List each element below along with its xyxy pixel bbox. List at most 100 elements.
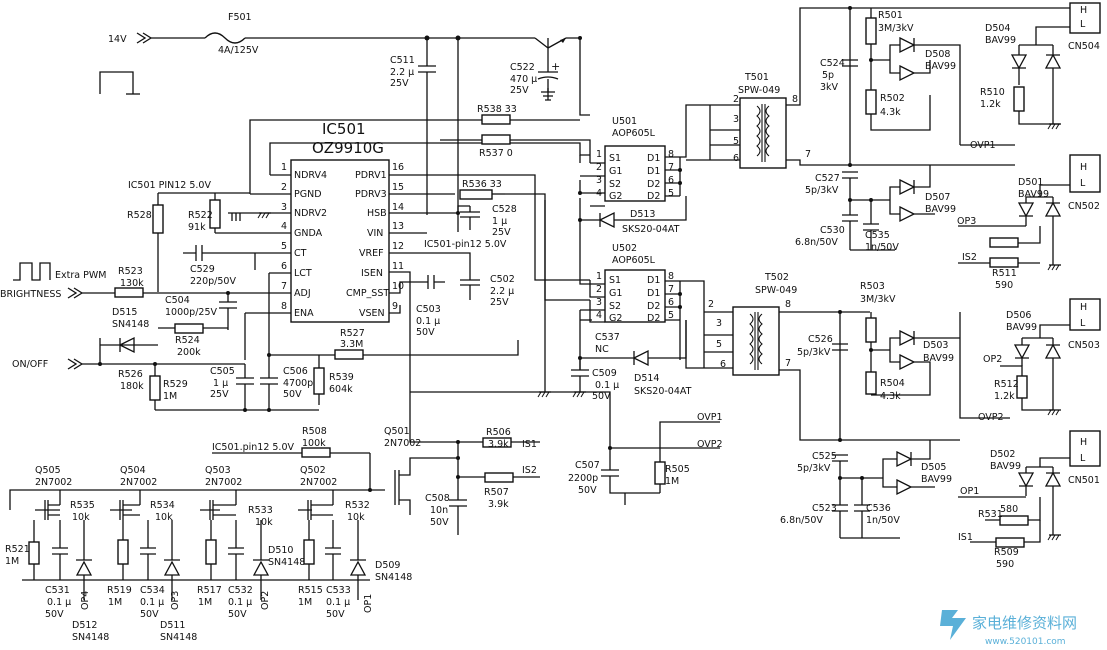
- svg-text:5: 5: [668, 188, 674, 199]
- svg-text:C531: C531: [45, 585, 70, 596]
- svg-text:BAV99: BAV99: [1018, 189, 1049, 200]
- svg-text:S2: S2: [609, 179, 621, 190]
- svg-text:C525: C525: [812, 451, 837, 462]
- svg-text:Q503: Q503: [205, 465, 231, 476]
- cap-c522: + C522 470 μ 25V: [510, 60, 560, 101]
- svg-text:U501: U501: [612, 116, 637, 127]
- svg-text:IC501.pin12 5.0V: IC501.pin12 5.0V: [212, 442, 294, 453]
- fuse-f501: F501 4A/125V: [204, 12, 259, 56]
- svg-text:OZ9910G: OZ9910G: [312, 139, 384, 157]
- onoff-input: ON/OFF: [12, 358, 245, 370]
- res-r524: R524 200k: [158, 323, 228, 358]
- svg-text:2N7002: 2N7002: [205, 477, 242, 488]
- cap-c526: C526 5p/3kV: [797, 334, 848, 358]
- svg-text:0.1 μ: 0.1 μ: [47, 597, 71, 608]
- extra-pwm-wave: Extra PWM: [13, 262, 106, 281]
- svg-text:C505: C505: [210, 366, 235, 377]
- svg-text:C523: C523: [812, 503, 837, 514]
- svg-text:C509: C509: [592, 368, 617, 379]
- svg-text:220p/50V: 220p/50V: [190, 276, 236, 287]
- svg-text:3: 3: [281, 202, 287, 213]
- svg-text:1M: 1M: [108, 597, 122, 608]
- svg-text:PDRV1: PDRV1: [355, 170, 387, 181]
- svg-text:6: 6: [668, 297, 674, 308]
- svg-text:R509: R509: [994, 547, 1019, 558]
- cap-c528: C528 1 μ 25V: [460, 204, 517, 238]
- svg-text:G1: G1: [609, 166, 622, 177]
- svg-text:50V: 50V: [283, 389, 302, 400]
- cap-c504: C504 1000p/25V: [165, 293, 237, 330]
- svg-text:1M: 1M: [298, 597, 312, 608]
- diode-d505: D505 BAV99: [840, 440, 952, 496]
- svg-text:SN4148: SN4148: [375, 572, 412, 583]
- svg-text:OVP2: OVP2: [978, 412, 1004, 423]
- connector-cn502: H L CN502: [1068, 154, 1101, 212]
- res-r531: R531 580: [978, 497, 1041, 526]
- res-r526: R526 180k: [118, 369, 144, 392]
- svg-text:G2: G2: [609, 313, 622, 324]
- svg-text:C503: C503: [416, 304, 441, 315]
- svg-text:10k: 10k: [155, 512, 173, 523]
- svg-text:C528: C528: [492, 204, 517, 215]
- svg-text:www.520101.com: www.520101.com: [985, 637, 1066, 647]
- svg-text:SPW-049: SPW-049: [755, 285, 797, 296]
- svg-text:25V: 25V: [210, 389, 229, 400]
- svg-text:CMP_SST: CMP_SST: [346, 288, 389, 299]
- svg-text:Q504: Q504: [120, 465, 146, 476]
- svg-text:1000p/25V: 1000p/25V: [165, 307, 217, 318]
- svg-text:91k: 91k: [188, 222, 206, 233]
- svg-text:2: 2: [281, 182, 287, 193]
- svg-text:16: 16: [392, 162, 404, 173]
- svg-text:2N7002: 2N7002: [384, 438, 421, 449]
- svg-text:ENA: ENA: [294, 308, 314, 319]
- diode-d514: D514 SKS20-04AT: [580, 320, 692, 397]
- svg-text:D515: D515: [112, 307, 137, 318]
- svg-text:590: 590: [995, 280, 1013, 291]
- svg-text:GNDA: GNDA: [294, 228, 323, 239]
- svg-text:CT: CT: [294, 248, 307, 259]
- svg-text:3.9k: 3.9k: [488, 439, 509, 450]
- svg-text:5: 5: [281, 241, 287, 252]
- svg-text:R517: R517: [197, 585, 222, 596]
- svg-text:BAV99: BAV99: [925, 61, 956, 72]
- svg-text:0.1 μ: 0.1 μ: [416, 316, 440, 327]
- svg-text:2.2 μ: 2.2 μ: [490, 286, 514, 297]
- svg-text:50V: 50V: [430, 517, 449, 528]
- svg-text:CN501: CN501: [1068, 475, 1100, 486]
- svg-text:25V: 25V: [390, 78, 409, 89]
- svg-text:5p/3kV: 5p/3kV: [797, 347, 831, 358]
- svg-text:L: L: [1080, 453, 1086, 464]
- svg-text:2: 2: [596, 162, 602, 173]
- svg-text:D503: D503: [923, 340, 948, 351]
- svg-text:OP3: OP3: [170, 591, 181, 610]
- svg-text:IS2: IS2: [962, 252, 977, 263]
- svg-text:7: 7: [668, 284, 674, 295]
- svg-text:R523: R523: [118, 266, 143, 277]
- res-r508: R508 100k: [301, 426, 331, 458]
- svg-text:180k: 180k: [120, 381, 144, 392]
- svg-text:IC501-pin12 5.0V: IC501-pin12 5.0V: [424, 239, 507, 250]
- svg-text:R539: R539: [329, 372, 354, 383]
- svg-text:T501: T501: [744, 72, 769, 83]
- svg-text:OP1: OP1: [960, 486, 979, 497]
- svg-text:D2: D2: [647, 191, 660, 202]
- svg-text:9: 9: [392, 301, 398, 312]
- svg-text:6: 6: [281, 261, 287, 272]
- svg-text:6: 6: [668, 175, 674, 186]
- svg-text:D508: D508: [925, 49, 950, 60]
- svg-text:14V: 14V: [108, 34, 127, 45]
- svg-text:R501: R501: [878, 10, 903, 21]
- svg-text:C536: C536: [866, 503, 891, 514]
- svg-text:100k: 100k: [302, 438, 326, 449]
- svg-text:R531: R531: [978, 509, 1003, 520]
- svg-text:R519: R519: [107, 585, 132, 596]
- svg-text:R505: R505: [665, 464, 690, 475]
- svg-text:4: 4: [281, 221, 287, 232]
- svg-text:BRIGHTNESS: BRIGHTNESS: [0, 289, 61, 300]
- svg-text:OP4: OP4: [80, 591, 91, 610]
- svg-text:7: 7: [785, 358, 791, 369]
- svg-text:OP1: OP1: [363, 594, 374, 613]
- res-r533: R533 10k: [248, 505, 273, 528]
- svg-text:C527: C527: [815, 173, 840, 184]
- svg-text:25V: 25V: [510, 85, 529, 96]
